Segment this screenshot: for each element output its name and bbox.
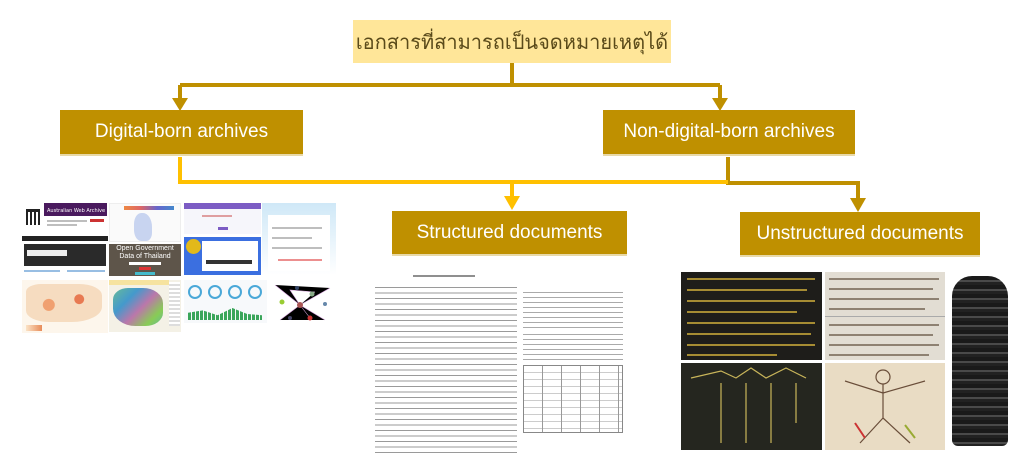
purple-form-thumbnail (184, 203, 261, 234)
stone-rubbing-thumbnail (948, 272, 1012, 450)
root-node: เอกสารที่สามารถเป็นจดหมายเหตุได้ (353, 20, 671, 63)
non-digital-born-node: Non-digital-born archives (603, 110, 855, 156)
typed-document-thumbnail (373, 272, 519, 457)
web-archive-title: Australian Web Archive (47, 208, 106, 214)
archive-logo-thumbnail (22, 203, 44, 228)
black-book-manuscript-thumbnail (681, 363, 822, 450)
us-map-thumbnail (22, 280, 108, 333)
root-label: เอกสารที่สามารถเป็นจดหมายเหตุได้ (355, 31, 669, 54)
thai-province-map-thumbnail (109, 280, 181, 332)
dashboard-thumbnail (184, 280, 267, 323)
unstructured-label: Unstructured documents (756, 222, 964, 244)
digital-born-label: Digital-born archives (94, 121, 269, 142)
thailand-map-thumbnail (109, 203, 181, 242)
unstructured-node: Unstructured documents (740, 212, 980, 257)
arrow-to-digital-born (172, 98, 188, 111)
structured-label: Structured documents (416, 221, 603, 243)
open-data-title: Open Government Data of Thailand (116, 245, 174, 260)
registration-form-thumbnail (262, 203, 336, 275)
gold-script-manuscript-thumbnail (681, 272, 822, 360)
non-digital-born-label: Non-digital-born archives (623, 121, 835, 142)
web-archive-thumbnail: Australian Web Archive (44, 203, 107, 229)
seal-login-thumbnail (184, 237, 261, 275)
arrow-to-non-digital-born (712, 98, 728, 111)
digital-born-node: Digital-born archives (60, 110, 303, 156)
anatomy-chart-manuscript-thumbnail (825, 363, 945, 450)
structured-node: Structured documents (392, 211, 627, 256)
open-data-thumbnail: Open Government Data of Thailand (109, 244, 181, 276)
web-archive-search-thumbnail (22, 236, 108, 276)
palm-leaf-manuscript-thumbnail (825, 272, 945, 360)
network-graph-thumbnail (270, 280, 336, 327)
arrow-to-structured (504, 196, 520, 210)
table-document-thumbnail (521, 287, 625, 437)
arrow-to-unstructured (850, 198, 866, 212)
